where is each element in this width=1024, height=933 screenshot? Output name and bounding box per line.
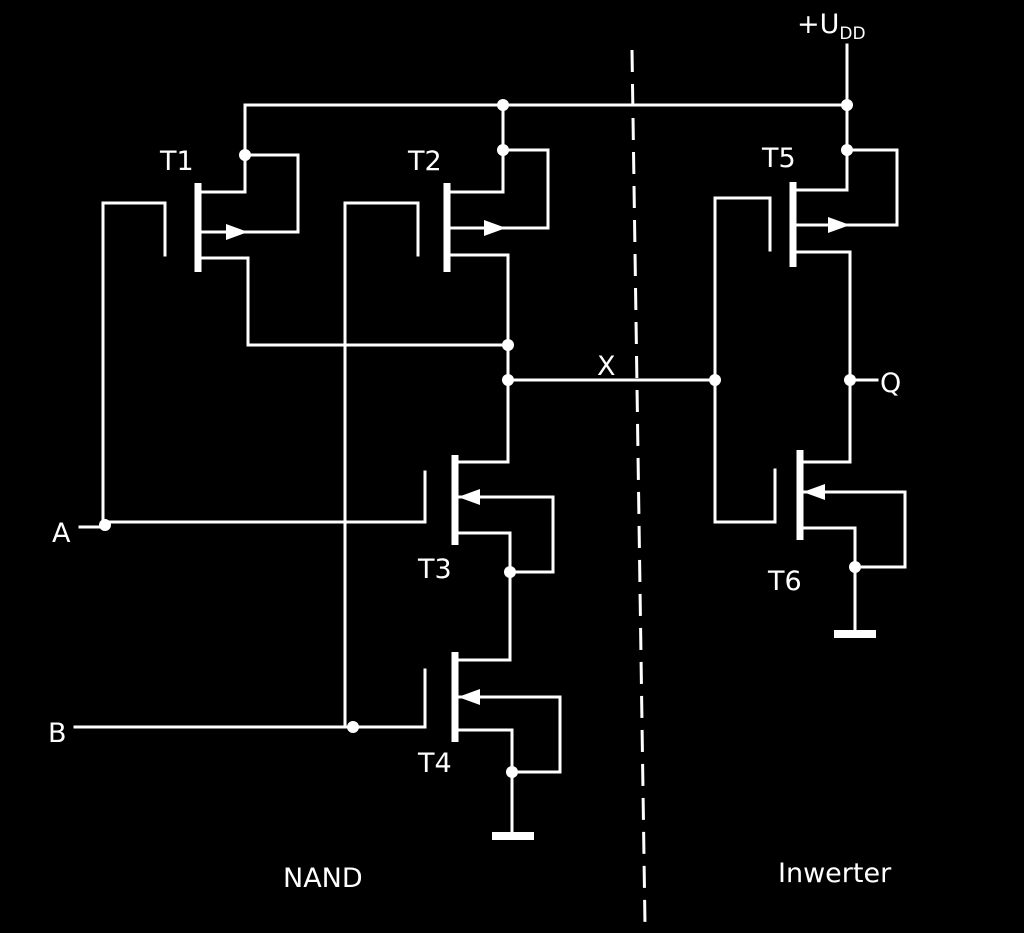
node-x-label: X — [597, 351, 616, 382]
t2-label: T2 — [407, 146, 442, 177]
transistor-t5 — [713, 144, 899, 524]
node-q — [844, 374, 879, 386]
input-b-label: B — [48, 718, 67, 749]
t4-label: T4 — [417, 748, 452, 779]
section-divider — [630, 49, 647, 926]
section-nand-label: NAND — [283, 863, 363, 894]
supply-rail — [243, 43, 853, 157]
t1-label: T1 — [159, 146, 194, 177]
ground-nand — [492, 832, 534, 840]
output-q-label: Q — [880, 368, 901, 399]
t3-label: T3 — [417, 554, 452, 585]
section-inverter-label: Inwerter — [778, 858, 892, 889]
transistor-t1 — [101, 149, 510, 529]
t6-label: T6 — [767, 566, 802, 597]
transistor-t4 — [73, 652, 562, 840]
ground-inverter — [834, 630, 876, 638]
transistor-t3 — [99, 455, 555, 662]
t5-label: T5 — [761, 143, 796, 174]
input-a-label: A — [52, 518, 71, 549]
supply-label: +UDD — [797, 9, 866, 44]
transistor-t6 — [796, 450, 907, 638]
transistor-t2 — [343, 144, 550, 729]
